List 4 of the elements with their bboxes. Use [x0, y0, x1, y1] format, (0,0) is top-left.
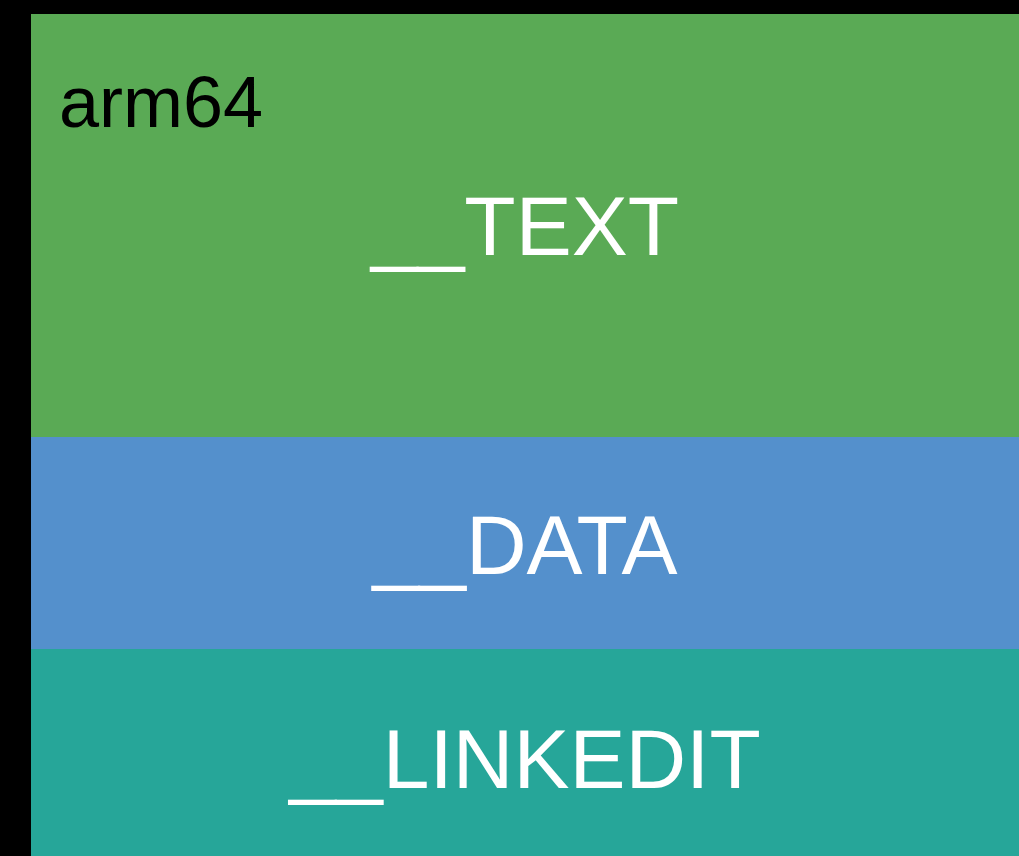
segment-band: [31, 649, 1019, 856]
segment-band: [31, 437, 1019, 649]
binary-slice-box: [31, 14, 1019, 856]
architecture-label: arm64: [59, 66, 264, 138]
